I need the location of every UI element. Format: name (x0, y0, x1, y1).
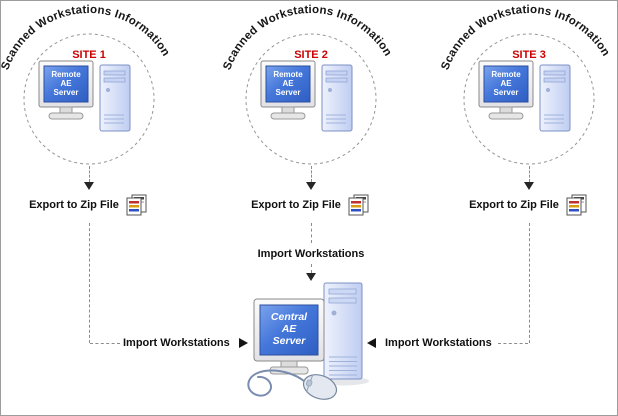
zip-file-icon (126, 194, 147, 216)
import-left-arrow-icon (239, 338, 248, 348)
site-3-diagram: Scanned Workstations Information SITE 3 … (439, 4, 612, 165)
import-right-label: Import Workstations (385, 337, 492, 349)
site-2-export-arrow-icon (306, 182, 316, 190)
central-monitor-stand (280, 360, 298, 368)
zip-file-icon (348, 194, 369, 216)
site-1-export-line (89, 166, 90, 182)
central-tower-icon (323, 282, 363, 380)
import-top-arrow-icon (306, 273, 316, 281)
site-1-export-arrow-icon (84, 182, 94, 190)
site-2-export-row: Export to Zip File (226, 193, 396, 217)
import-right-arrow-icon (367, 338, 376, 348)
monitor-stand (59, 106, 73, 114)
import-top-line-lower (311, 264, 312, 273)
site-1-boundary-circle (23, 33, 155, 165)
monitor-screen (43, 65, 89, 103)
site-3-export-row: Export to Zip File (444, 193, 614, 217)
central-monitor-screen (259, 304, 319, 356)
monitor-stand (499, 106, 513, 114)
monitor-screen (265, 65, 311, 103)
import-right-line-vertical (529, 223, 530, 343)
site-2-export-label: Export to Zip File (251, 199, 341, 211)
import-left-line-vertical (89, 223, 90, 343)
import-left-line-horizontal (90, 343, 120, 344)
site-3-export-line (529, 166, 530, 182)
zip-file-icon (566, 194, 587, 216)
mouse-icon (302, 374, 338, 400)
monitor-stand (281, 106, 295, 114)
site-3-label: SITE 3 (512, 49, 546, 61)
monitor-screen (483, 65, 529, 103)
import-left-label: Import Workstations (123, 337, 230, 349)
site-1-export-label: Export to Zip File (29, 199, 119, 211)
mouse-cable (247, 369, 305, 397)
site-3-boundary-circle (463, 33, 595, 165)
import-top-line-upper (311, 223, 312, 243)
site-2-export-line (311, 166, 312, 182)
site-1-diagram: Scanned Workstations Information SITE 1 … (1, 4, 172, 165)
site-1-label: SITE 1 (72, 49, 106, 61)
site-1-export-row: Export to Zip File (4, 193, 174, 217)
site-3-export-arrow-icon (524, 182, 534, 190)
site-3-export-label: Export to Zip File (469, 199, 559, 211)
site-2-label: SITE 2 (294, 49, 328, 61)
site-2-diagram: Scanned Workstations Information SITE 2 … (221, 4, 394, 165)
import-top-label: Import Workstations (257, 248, 365, 260)
site-2-boundary-circle (245, 33, 377, 165)
import-right-line-horizontal (498, 343, 528, 344)
